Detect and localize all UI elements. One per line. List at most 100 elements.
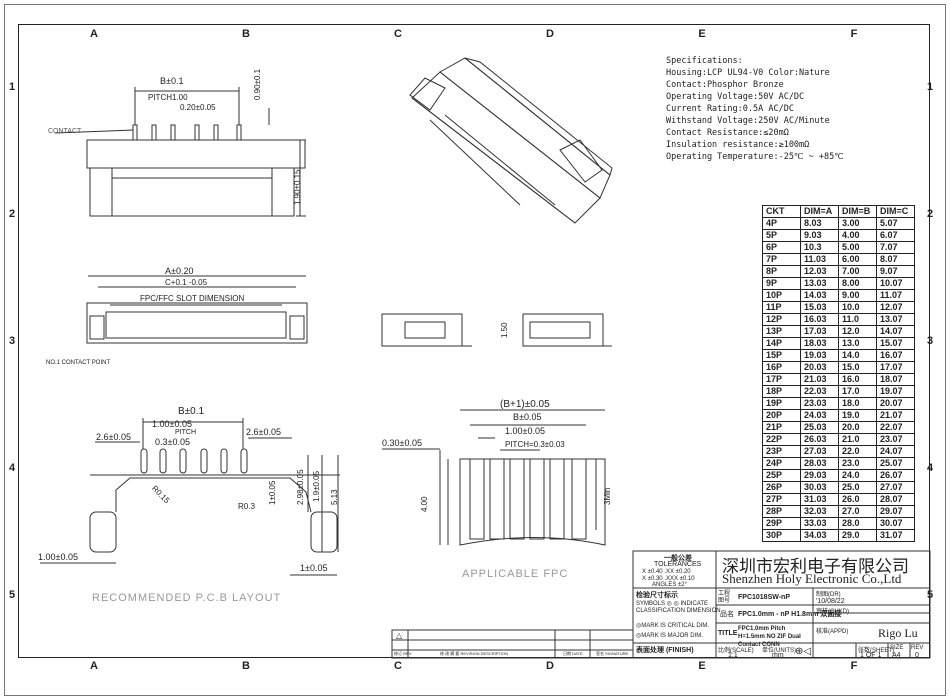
spec-line: Contact:Phosphor Bronze (666, 80, 784, 90)
dim-pitch: PITCH1.00 (148, 93, 188, 102)
pcb-dim-298: 2.98±0.05 (296, 469, 305, 505)
table-cell: 27.03 (800, 445, 839, 458)
table-cell: 18P (762, 385, 801, 398)
fpc-dim-3min: 3Min (603, 487, 612, 505)
table-cell: 22.03 (800, 385, 839, 398)
table-cell: 9P (762, 277, 801, 290)
table-cell: 11.07 (876, 289, 915, 302)
table-cell: 17.07 (876, 361, 915, 374)
zone-number: 1 (926, 81, 934, 94)
pcb-dim-pitch: PITCH (175, 429, 196, 436)
dim-150: 1.50 (500, 322, 509, 338)
table-cell: 20P (762, 409, 801, 422)
tol-line2: X ±0.30 .XXX ±0.10 (642, 576, 695, 582)
units-label: 单位(UNITS) (762, 648, 796, 654)
size-value: A4 (892, 652, 901, 659)
table-cell: 30.03 (800, 481, 839, 494)
tol-line1: X ±0.40 .XX ±0.20 (642, 569, 691, 575)
zone-number: 2 (8, 208, 16, 221)
fpc-dim-400: 4.00 (420, 496, 429, 512)
header-cell: CKT (762, 205, 801, 218)
dim-090: 0.90±0.1 (253, 68, 262, 100)
fpc-dim-b: B±0.05 (513, 412, 542, 422)
label-slot: FPC/FFC SLOT DIMENSION (140, 294, 245, 303)
partno-label: 工程图号 (718, 591, 731, 604)
zone-letter: C (394, 28, 402, 40)
table-cell: 24.0 (838, 469, 877, 482)
table-cell: 15.07 (876, 337, 915, 350)
pins (132, 124, 242, 141)
table-cell: 8P (762, 265, 801, 278)
table-cell: 18.07 (876, 373, 915, 386)
table-cell: 29.0 (838, 529, 877, 542)
header-cell: DIM=A (800, 205, 839, 218)
table-cell: 10.3 (800, 241, 839, 254)
spec-line: Housing:LCP UL94-V0 Color:Nature (666, 68, 830, 78)
pcb-dim-26-right: 2.6±0.05 (246, 427, 281, 437)
table-cell: 21.03 (800, 373, 839, 386)
table-cell: 15P (762, 349, 801, 362)
table-cell: 25.0 (838, 481, 877, 494)
rev-col-date: 日期 DATE (563, 651, 583, 656)
table-cell: 12.03 (800, 265, 839, 278)
table-cell: 31.03 (800, 493, 839, 506)
table-cell: 18.0 (838, 397, 877, 410)
table-cell: 17.0 (838, 385, 877, 398)
table-cell: 12P (762, 313, 801, 326)
zone-letter: E (698, 660, 706, 672)
table-cell: 22.07 (876, 421, 915, 434)
header-cell: DIM=C (876, 205, 915, 218)
dim-c: C+0.1 -0.05 (165, 278, 208, 287)
table-cell: 17P (762, 373, 801, 386)
table-cell: 13.03 (800, 277, 839, 290)
table-cell: 10.07 (876, 277, 915, 290)
outer-border (4, 4, 946, 696)
chkd-label: 审核(CHKD) (816, 609, 849, 615)
table-cell: 27.0 (838, 505, 877, 518)
rev-col-rev: 修订 REV. (394, 651, 413, 656)
fpc-dim-pitch: PITCH=0.3±0.03 (505, 440, 565, 449)
classification: CLASSIFICATION DIMENSION (636, 608, 721, 614)
table-cell: 16.0 (838, 373, 877, 386)
dim-020: 0.20±0.05 (180, 103, 216, 112)
partno: FPC1018SW-nP (738, 594, 790, 601)
table-cell: 12.0 (838, 325, 877, 338)
spec-line: Insulation resistance:≥100mΩ (666, 140, 810, 150)
zone-letter: A (90, 28, 98, 40)
label-contact: CONTACT (48, 128, 82, 135)
table-cell: 13.07 (876, 313, 915, 326)
name-label: 品名 (720, 611, 734, 618)
table-cell: 11.03 (800, 253, 839, 266)
zone-letter: F (850, 660, 858, 672)
table-cell: 5.07 (876, 217, 915, 230)
size-label: SIZE (890, 645, 904, 651)
table-cell: 26.0 (838, 493, 877, 506)
table-cell: 22.0 (838, 445, 877, 458)
pcb-dim-1-left: 1.00±0.05 (38, 552, 78, 562)
tol-en: TOLERANCES (654, 561, 702, 568)
table-cell: 8.03 (800, 217, 839, 230)
inspect: 检验尺寸标示 (636, 592, 678, 599)
scale-label: 比例(SCALE) (718, 648, 754, 654)
table-cell: 12.07 (876, 301, 915, 314)
dimension-table-header: CKT DIM=A DIM=B DIM=C (762, 205, 915, 218)
scale-value: 1:1 (728, 652, 738, 659)
fpc-dim-030: 0.30±0.05 (382, 438, 422, 448)
zone-letters-top: A B C D E F (18, 28, 930, 40)
table-cell: 4.00 (838, 229, 877, 242)
table-cell: 13.0 (838, 337, 877, 350)
tol-cn: 一般公差 (664, 555, 692, 562)
